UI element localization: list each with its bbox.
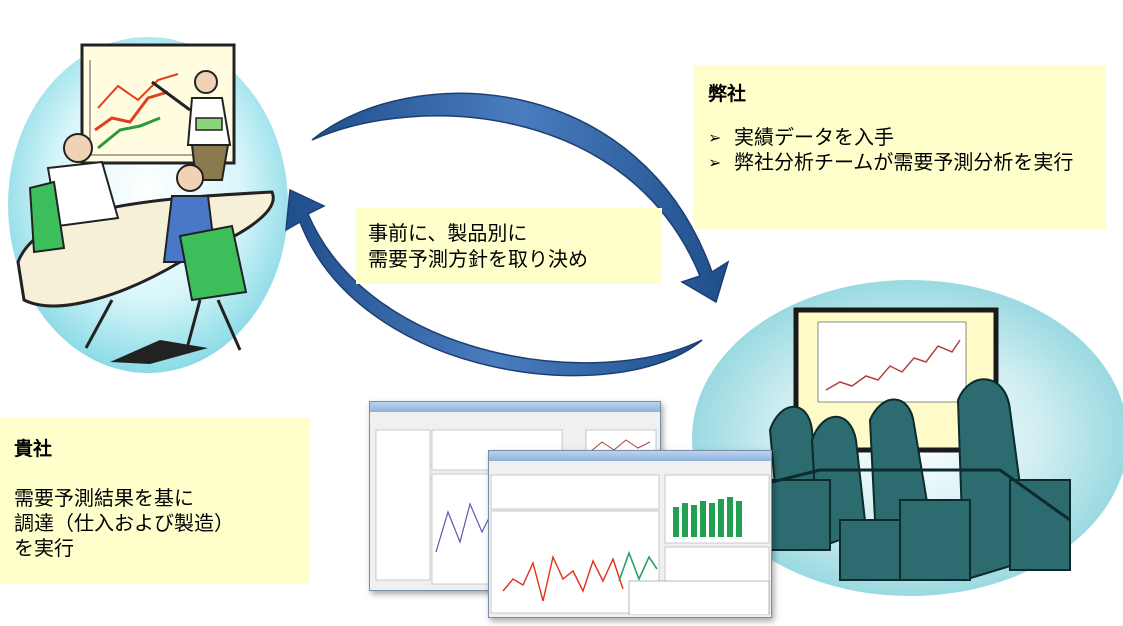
- your-company-line-2: 調達（仕入および製造）: [14, 511, 234, 535]
- our-company-title: 弊社: [708, 83, 747, 105]
- our-company-bullets: ➢ 実績データを入手 ➢ 弊社分析チームが需要予測分析を実行: [708, 125, 1094, 175]
- agreement-line-1: 事前に、製品別に: [368, 221, 528, 245]
- your-company-line-3: を実行: [14, 536, 74, 560]
- agreement-text: 事前に、製品別に 需要予測方針を取り決め: [368, 220, 658, 272]
- cycle-arrow-icon: [285, 92, 730, 377]
- your-company-note: 貴社 需要予測結果を基に 調達（仕入および製造） を実行: [0, 418, 310, 584]
- software-window-front: [488, 450, 772, 618]
- bullet-arrow-icon: ➢: [708, 128, 722, 147]
- meeting-illustration-left: [8, 37, 288, 373]
- agreement-note: 事前に、製品別に 需要予測方針を取り決め: [356, 208, 662, 284]
- your-company-title: 貴社: [14, 438, 53, 460]
- window-content-back: [375, 429, 657, 585]
- bullet-text: 実績データを入手: [734, 125, 894, 149]
- bullet-item: ➢ 実績データを入手: [708, 125, 1094, 150]
- bullet-item: ➢ 弊社分析チームが需要予測分析を実行: [708, 150, 1094, 175]
- window-content-front: [490, 474, 770, 616]
- bullet-arrow-icon: ➢: [708, 153, 722, 172]
- our-company-note: 弊社 ➢ 実績データを入手 ➢ 弊社分析チームが需要予測分析を実行: [693, 65, 1106, 229]
- your-company-line-1: 需要予測結果を基に: [14, 486, 194, 510]
- your-company-text: 需要予測結果を基に 調達（仕入および製造） を実行: [14, 486, 304, 561]
- agreement-line-2: 需要予測方針を取り決め: [368, 247, 588, 271]
- meeting-illustration-right: [692, 280, 1123, 596]
- bullet-text: 弊社分析チームが需要予測分析を実行: [734, 150, 1074, 174]
